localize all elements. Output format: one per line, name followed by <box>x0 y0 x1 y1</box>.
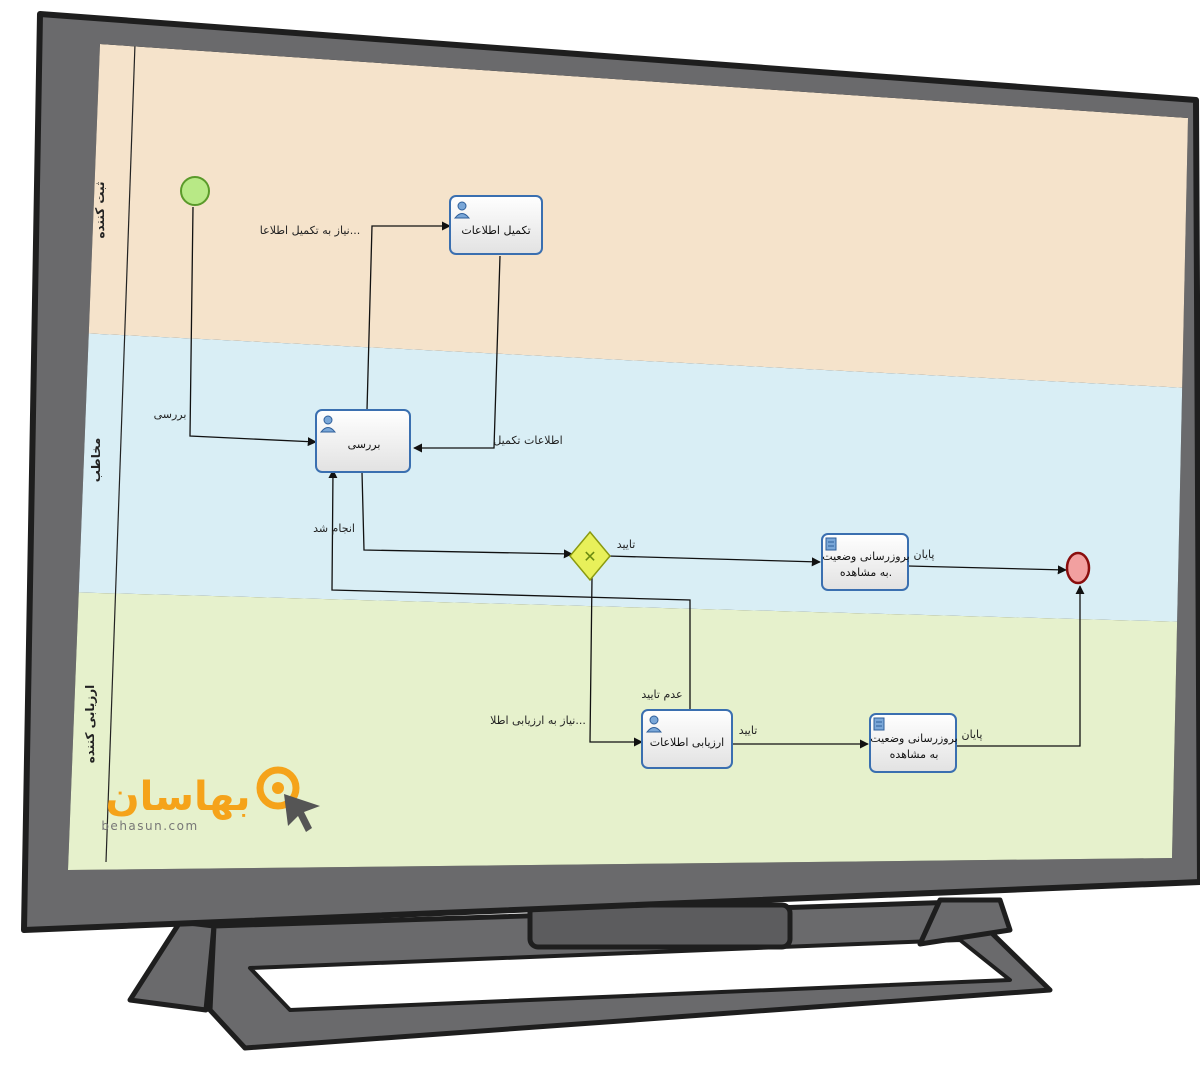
flow-label-needs-evaluation: نیاز به ارزیابی اطلا... <box>490 714 586 727</box>
lane-registrar <box>68 44 1188 388</box>
flow-label-end-1: پایان <box>914 548 935 561</box>
brand-logo: بهاسان behasun.com <box>101 766 320 833</box>
flow-start-to-review <box>189 206 317 447</box>
lane-label-registrar: ثبت کننده <box>93 181 107 238</box>
task-label: ارزیابی اطلاعات <box>650 736 724 749</box>
lane-evaluator <box>68 592 1188 870</box>
flow-complete-to-review <box>413 255 501 453</box>
task-complete-info[interactable]: تکمیل اطلاعات <box>449 195 543 255</box>
user-task-icon <box>319 415 337 433</box>
flow-review-to-complete <box>366 221 451 411</box>
start-event[interactable] <box>180 176 210 206</box>
user-task-icon <box>645 715 663 733</box>
lane-label-addressee: مخاطب <box>89 438 103 483</box>
user-task-icon <box>453 201 471 219</box>
monitor-stand <box>127 897 1053 1051</box>
flow-label-done: انجام شد <box>313 522 355 535</box>
task-review[interactable]: بررسی <box>315 409 411 473</box>
flow-label-approve-2: تایید <box>739 724 758 737</box>
flow-evaluate-to-review <box>328 469 691 710</box>
lane-label-evaluator: ارزیابی کننده <box>83 685 97 764</box>
flow-label-end-2: پایان <box>962 728 983 741</box>
task-label-line1: بروزرسانی وضعیت <box>822 550 909 563</box>
task-label: تکمیل اطلاعات <box>461 224 530 237</box>
task-label: بررسی <box>348 438 381 451</box>
flow-label-info-completed: اطلاعات تکمیل <box>493 434 562 447</box>
task-label-line1: بروزرسانی وضعیت <box>870 732 957 745</box>
script-task-icon <box>873 717 885 731</box>
flow-gateway-to-update1 <box>607 555 821 567</box>
flow-label-needs-completion: نیاز به تکمیل اطلاعا... <box>260 224 360 237</box>
flow-label-not-approved: عدم تایید <box>641 688 682 701</box>
flow-label-review: بررسی <box>154 408 187 421</box>
flow-update1-to-end <box>907 565 1067 575</box>
task-evaluate-info[interactable]: ارزیابی اطلاعات <box>641 709 733 769</box>
script-task-icon <box>825 537 837 551</box>
logo-cursor-icon <box>256 766 320 832</box>
flow-review-to-gateway <box>361 471 573 559</box>
screen: ثبت کننده مخاطب ارزیابی کننده ✕ <box>68 44 1188 870</box>
flow-gateway-to-evaluate <box>589 577 643 747</box>
end-event[interactable] <box>1065 551 1091 585</box>
task-label-line2: به مشاهده. <box>840 566 892 579</box>
logo-name: بهاسان <box>106 774 251 820</box>
gateway-x-icon: ✕ <box>583 547 596 566</box>
task-update-status-2[interactable]: بروزرسانی وضعیت به مشاهده <box>869 713 958 773</box>
task-label-line2: به مشاهده <box>890 748 939 761</box>
logo-domain: behasun.com <box>101 819 198 833</box>
sequence-flows <box>189 206 1085 749</box>
task-update-status-1[interactable]: بروزرسانی وضعیت به مشاهده. <box>821 533 910 591</box>
exclusive-gateway[interactable]: ✕ <box>569 530 611 582</box>
flow-update2-to-end <box>956 585 1085 747</box>
flow-label-approve-1: تایید <box>617 538 636 551</box>
